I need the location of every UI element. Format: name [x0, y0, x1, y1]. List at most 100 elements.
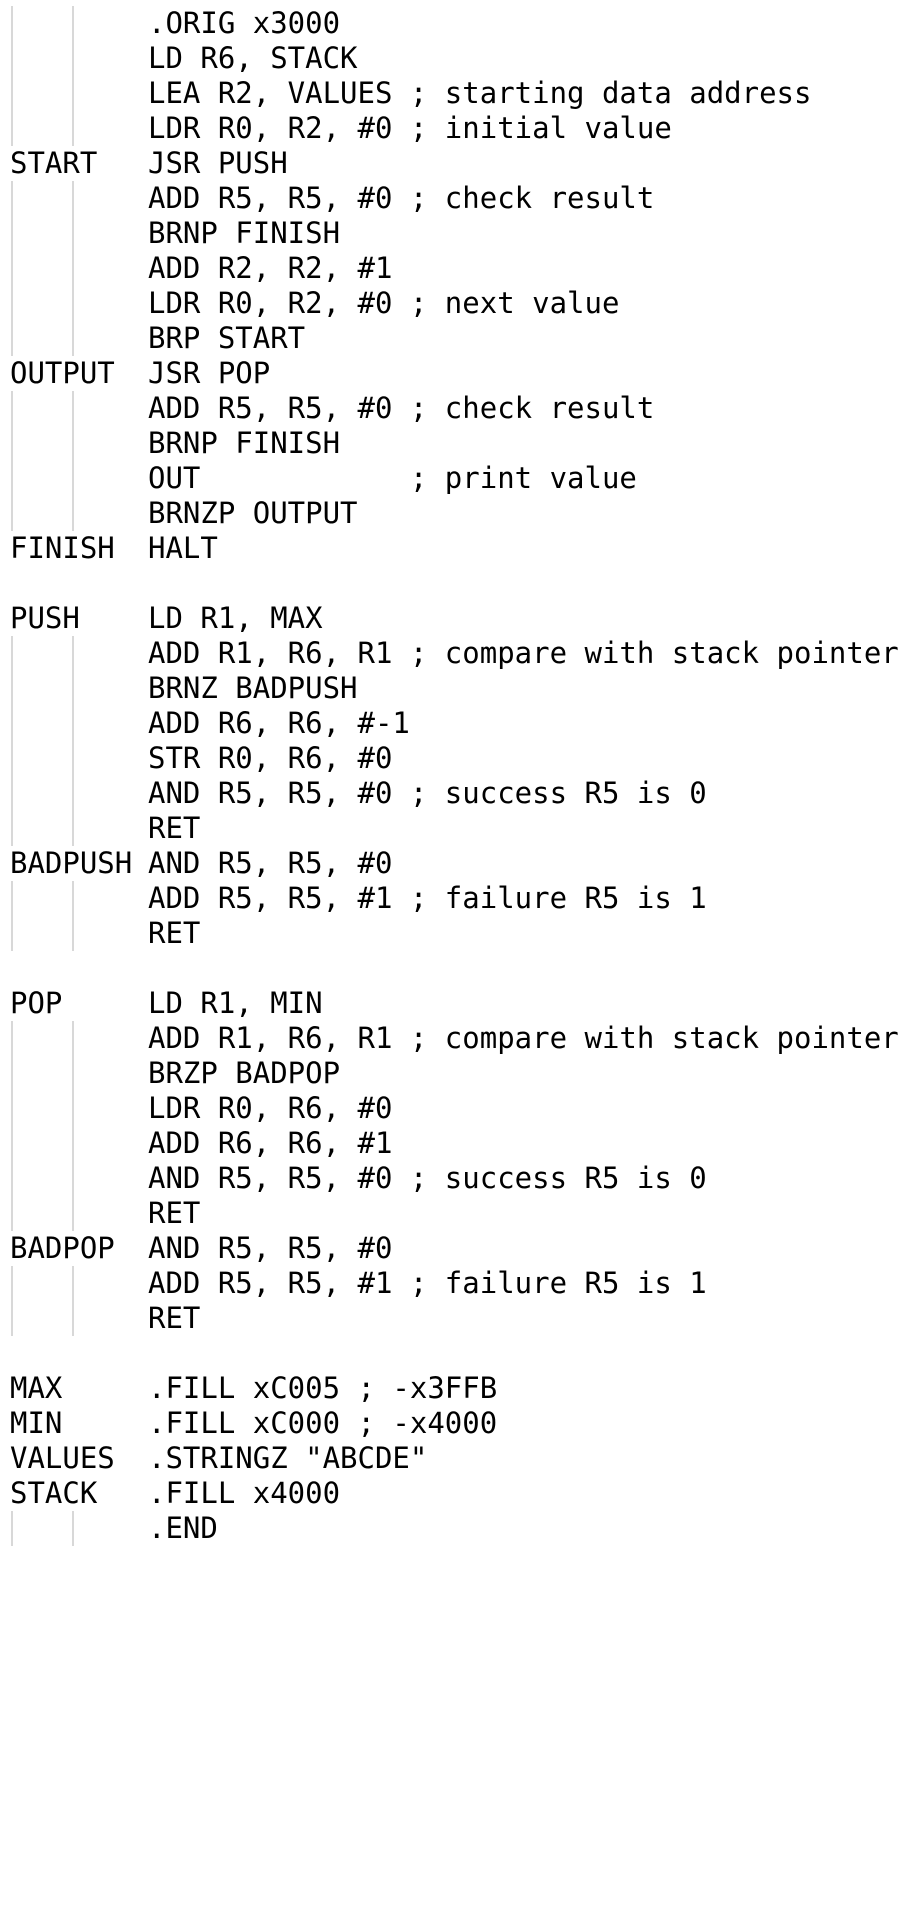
code-instruction: ADD R6, R6, #1: [148, 1126, 393, 1160]
indent-guide-0: [11, 111, 13, 146]
code-line[interactable]: ADD R5, R5, #0 ; check result: [0, 181, 918, 216]
indent-guide-1: [72, 1196, 74, 1231]
code-line[interactable]: MAX.FILL xC005 ; -x3FFB: [0, 1371, 918, 1406]
indent-guide-0: [11, 426, 13, 461]
indent-guide-0: [11, 496, 13, 531]
indent-guide-0: [11, 1266, 13, 1301]
code-instruction: .ORIG x3000: [148, 6, 341, 40]
indent-guide-1: [72, 811, 74, 846]
code-instruction: ADD R1, R6, R1 ; compare with stack poin…: [148, 1021, 899, 1055]
code-label: OUTPUT: [10, 356, 115, 390]
code-instruction: ADD R5, R5, #1 ; failure R5 is 1: [148, 881, 707, 915]
code-instruction: RET: [148, 916, 201, 950]
code-line[interactable]: BRNP FINISH: [0, 426, 918, 461]
code-line[interactable]: POP LD R1, MIN: [0, 986, 918, 1021]
code-line[interactable]: .ORIG x3000: [0, 6, 918, 41]
code-instruction: .FILL xC005 ; -x3FFB: [148, 1371, 498, 1405]
code-instruction: LDR R0, R2, #0 ; next value: [148, 286, 620, 320]
indent-guide-1: [72, 426, 74, 461]
code-line[interactable]: LDR R0, R2, #0 ; initial value: [0, 111, 918, 146]
code-line[interactable]: VALUES.STRINGZ "ABCDE": [0, 1441, 918, 1476]
code-instruction: RET: [148, 811, 201, 845]
code-line[interactable]: BRNP FINISH: [0, 216, 918, 251]
code-instruction: ADD R1, R6, R1 ; compare with stack poin…: [148, 636, 899, 670]
code-line[interactable]: MIN.FILL xC000 ; -x4000: [0, 1406, 918, 1441]
code-line[interactable]: RET: [0, 1196, 918, 1231]
code-instruction: ADD R6, R6, #-1: [148, 706, 410, 740]
indent-guide-0: [11, 321, 13, 356]
indent-guide-1: [72, 461, 74, 496]
code-instruction: BRNP FINISH: [148, 426, 341, 460]
code-line[interactable]: LEA R2, VALUES ; starting data address: [0, 76, 918, 111]
indent-guide-1: [72, 1301, 74, 1336]
code-line[interactable]: BRZP BADPOP: [0, 1056, 918, 1091]
code-instruction: LDR R0, R6, #0: [148, 1091, 393, 1125]
code-line[interactable]: OUT ; print value: [0, 461, 918, 496]
code-line[interactable]: LDR R0, R6, #0: [0, 1091, 918, 1126]
code-line[interactable]: ADD R5, R5, #0 ; check result: [0, 391, 918, 426]
indent-guide-0: [11, 181, 13, 216]
indent-guide-1: [72, 1161, 74, 1196]
code-line[interactable]: BRNZP OUTPUT: [0, 496, 918, 531]
code-label: POP: [10, 986, 63, 1020]
code-label: STACK: [10, 1476, 98, 1510]
code-line[interactable]: LDR R0, R2, #0 ; next value: [0, 286, 918, 321]
indent-guide-0: [11, 461, 13, 496]
indent-guide-0: [11, 1126, 13, 1161]
code-instruction: AND R5, R5, #0 ; success R5 is 0: [148, 776, 707, 810]
indent-guide-1: [72, 1056, 74, 1091]
indent-guide-0: [11, 1056, 13, 1091]
code-line[interactable]: ADD R5, R5, #1 ; failure R5 is 1: [0, 1266, 918, 1301]
indent-guide-1: [72, 741, 74, 776]
indent-guide-1: [72, 706, 74, 741]
code-line[interactable]: RET: [0, 916, 918, 951]
code-line[interactable]: STACK.FILL x4000: [0, 1476, 918, 1511]
indent-guide-1: [72, 776, 74, 811]
code-instruction: ADD R5, R5, #0 ; check result: [148, 391, 655, 425]
code-line[interactable]: ADD R5, R5, #1 ; failure R5 is 1: [0, 881, 918, 916]
indent-guide-1: [72, 1091, 74, 1126]
code-line[interactable]: FINISH HALT: [0, 531, 918, 566]
code-line[interactable]: ADD R2, R2, #1: [0, 251, 918, 286]
code-instruction: HALT: [148, 531, 218, 565]
indent-guide-0: [11, 916, 13, 951]
code-line[interactable]: ADD R1, R6, R1 ; compare with stack poin…: [0, 636, 918, 671]
code-line[interactable]: BRNZ BADPUSH: [0, 671, 918, 706]
code-line[interactable]: ADD R6, R6, #-1: [0, 706, 918, 741]
code-line[interactable]: AND R5, R5, #0 ; success R5 is 0: [0, 776, 918, 811]
code-line[interactable]: [0, 566, 918, 601]
code-line[interactable]: RET: [0, 1301, 918, 1336]
code-line[interactable]: LD R6, STACK: [0, 41, 918, 76]
code-instruction: LD R6, STACK: [148, 41, 358, 75]
indent-guide-1: [72, 881, 74, 916]
code-instruction: LD R1, MIN: [148, 986, 323, 1020]
code-label: PUSH: [10, 601, 80, 635]
code-line[interactable]: [0, 1336, 918, 1371]
code-line[interactable]: ADD R6, R6, #1: [0, 1126, 918, 1161]
code-line[interactable]: RET: [0, 811, 918, 846]
indent-guide-0: [11, 6, 13, 41]
code-line[interactable]: [0, 951, 918, 986]
code-line[interactable]: AND R5, R5, #0 ; success R5 is 0: [0, 1161, 918, 1196]
code-line[interactable]: STR R0, R6, #0: [0, 741, 918, 776]
indent-guide-1: [72, 6, 74, 41]
code-line[interactable]: BRP START: [0, 321, 918, 356]
indent-guide-1: [72, 216, 74, 251]
code-instruction: BRZP BADPOP: [148, 1056, 341, 1090]
code-label: FINISH: [10, 531, 115, 565]
indent-guide-0: [11, 1091, 13, 1126]
code-instruction: .FILL xC000 ; -x4000: [148, 1406, 498, 1440]
indent-guide-0: [11, 1161, 13, 1196]
code-instruction: RET: [148, 1196, 201, 1230]
code-line[interactable]: .END: [0, 1511, 918, 1546]
code-line[interactable]: ADD R1, R6, R1 ; compare with stack poin…: [0, 1021, 918, 1056]
code-label: BADPOP: [10, 1231, 115, 1265]
indent-guide-0: [11, 76, 13, 111]
indent-guide-1: [72, 286, 74, 321]
